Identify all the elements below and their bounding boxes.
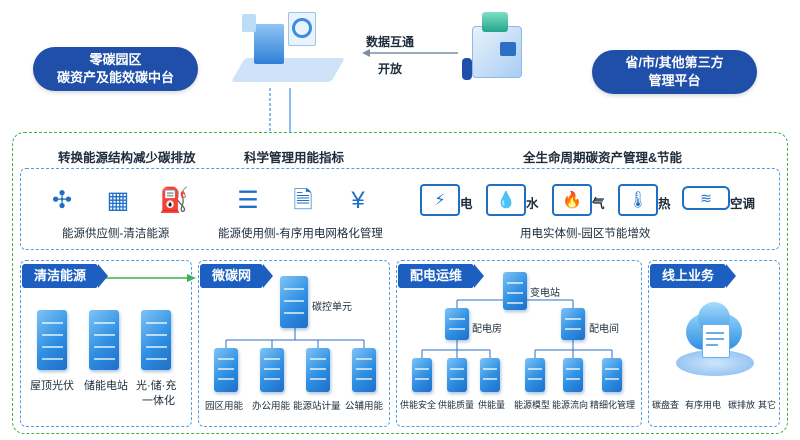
header-indicators: 科学管理用能指标 [244,151,345,165]
park-usage-server-icon [214,348,238,392]
caption-power-usage: 能源使用侧-有序用电网格化管理 [218,228,383,240]
dist-item-fine-mgmt: 精细化管理 [590,400,636,410]
dist-mid-right-label: 配电间 [589,324,619,335]
online-item-inventory: 碳盘查 [652,400,680,410]
clean-item-rooftop: 屋顶光伏 [30,380,74,392]
energy-model-server-icon [525,358,545,392]
micro-item-station: 能源站计量 [293,401,341,412]
storage-station-server-icon [89,310,119,370]
clean-item-pv-storage: 光·储·充 [136,380,177,392]
cloud-service-illustration [672,298,758,384]
dist-top-label: 变电站 [530,288,560,299]
energy-station-server-icon [306,348,330,392]
distribution-room-server-icon [445,308,469,340]
water-meter-icon: 💧 [486,184,526,216]
micro-hub-label: 碳控单元 [312,302,352,313]
power-list-icon: ☰ [237,187,259,214]
gas-meter-icon: 🔥 [552,184,592,216]
meter-heat-label: 热 [658,197,671,211]
clean-energy-title: 清洁能源 [22,264,109,288]
clean-item-integrated: 一体化 [142,395,175,407]
left-platform-pill: 零碳园区 碳资产及能效碳中台 [33,47,198,91]
main-container [12,132,788,434]
clean-item-storage: 储能电站 [84,380,128,392]
micro-grid-panel [198,260,390,427]
caption-entity-side: 用电实体侧-园区节能增效 [520,228,651,240]
distribution-panel [396,260,642,427]
dist-item-model: 能源模型 [514,400,551,410]
caption-clean-supply: 能源供应侧-清洁能源 [62,228,170,240]
distribution-closet-server-icon [561,308,585,340]
online-item-emission: 碳排放 [728,400,756,410]
meter-water-label: 水 [526,197,539,211]
right-platform-pill: 省/市/其他第三方 管理平台 [592,50,757,94]
meter-ac-label: 空调 [730,197,756,211]
substation-server-icon [503,272,527,310]
supply-safety-server-icon [412,358,432,392]
right-pill-line1: 省/市/其他第三方 [625,55,724,70]
online-business-title: 线上业务 [650,264,737,288]
pv-storage-charging-server-icon [141,310,171,370]
exchange-label-1: 数据互通 [366,35,415,49]
icons-panel [20,168,780,250]
wind-turbine-icon: ✣ [51,187,73,214]
air-conditioner-icon: ≋ [682,186,730,210]
schedule-document-icon: 🗎 [293,187,313,214]
dist-item-safety: 供能安全 [400,400,437,410]
micro-item-park: 园区用能 [205,401,244,412]
fine-management-server-icon [602,358,622,392]
ev-charger-icon: ⛽ [159,187,189,214]
right-pill-line2: 管理平台 [648,73,701,88]
dashboard-platform-illustration [228,10,348,90]
yuan-cycle-icon: ¥ [351,187,365,214]
terminal-device-illustration [462,8,530,88]
dist-mid-left-label: 配电房 [472,324,502,335]
carbon-control-server-icon [280,276,308,328]
meter-gas-label: 气 [592,197,605,211]
online-item-other: 其它 [758,400,777,410]
office-usage-server-icon [260,348,284,392]
energy-flow-server-icon [563,358,583,392]
supply-quality-server-icon [447,358,467,392]
online-business-panel [648,260,780,427]
meter-electric-label: 电 [460,197,473,211]
exchange-label-2: 开放 [378,62,403,76]
dist-item-volume: 供能量 [478,400,506,410]
electric-meter-icon: ⚡ [420,184,460,216]
solar-panel-icon: ▦ [106,187,130,214]
dist-item-flow: 能源流向 [552,400,589,410]
micro-item-utility: 公辅用能 [345,401,384,412]
dist-item-quality: 供能质量 [438,400,475,410]
micro-grid-title: 微碳网 [200,264,274,288]
supply-volume-server-icon [480,358,500,392]
header-structure: 转换能源结构减少碳排放 [58,151,196,165]
rooftop-pv-server-icon [37,310,67,370]
online-item-ordered-power: 有序用电 [685,400,722,410]
heat-meter-icon: 🌡 [618,184,658,216]
micro-item-office: 办公用能 [252,401,291,412]
distribution-title: 配电运维 [398,264,485,288]
utility-usage-server-icon [352,348,376,392]
clean-energy-panel [20,260,192,427]
header-lifecycle: 全生命周期碳资产管理&节能 [523,151,683,165]
left-pill-line1: 零碳园区 [89,52,142,67]
left-pill-line2: 碳资产及能效碳中台 [56,70,174,85]
